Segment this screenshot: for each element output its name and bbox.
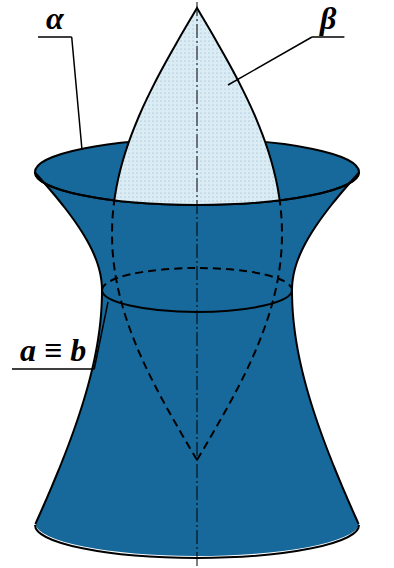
leader-line [228, 37, 344, 85]
leader-line [38, 37, 82, 150]
part-label: β [318, 2, 338, 34]
beta-hidden-edge [112, 8, 197, 460]
part-label: α [44, 2, 66, 34]
label-text: a ≡ b [20, 332, 86, 368]
silhouette [292, 172, 360, 524]
part-label: a ≡ b [18, 334, 88, 366]
leader-line [12, 302, 108, 369]
label-text: α [46, 0, 64, 36]
beta-hidden-edge [197, 8, 282, 460]
label-text: β [320, 0, 336, 36]
axis-line [197, 2, 198, 566]
